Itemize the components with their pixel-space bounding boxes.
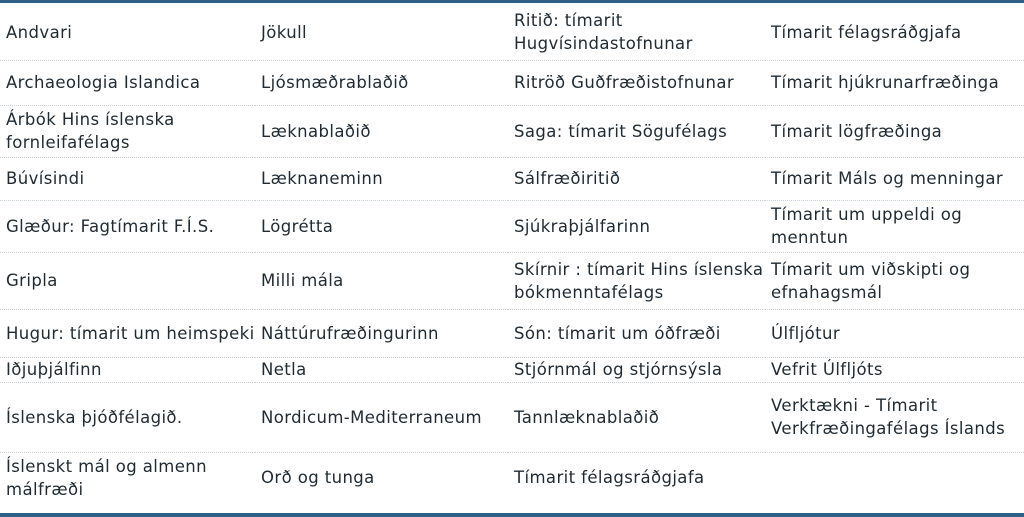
table-row: Búvísindi Læknaneminn Sálfræðiritið Tíma… (0, 157, 1024, 201)
table-top-rule (0, 0, 1024, 3)
journal-link[interactable]: Læknaneminn (255, 157, 508, 201)
journal-link[interactable]: Stjórnmál og stjórnsýsla (508, 357, 765, 383)
journal-link[interactable]: Orð og tunga (261, 468, 375, 488)
journal-link[interactable]: Tímarit lögfræðinga (765, 105, 1024, 158)
journal-link[interactable]: Iðjuþjálfinn (0, 357, 255, 383)
journal-link[interactable]: Hugur: tímarit um heimspeki (0, 309, 255, 358)
journal-link[interactable]: Úlfljótur (765, 309, 1024, 358)
empty-cell (765, 452, 1024, 503)
journal-link[interactable]: Tímarit félagsráðgjafa (514, 468, 705, 488)
journal-link[interactable]: Jökull (255, 5, 508, 61)
journal-link[interactable]: Árbók Hins íslenska fornleifafélags (0, 105, 255, 158)
journal-link[interactable]: Lögrétta (255, 200, 508, 253)
journal-table: Andvari Jökull Ritið: tímarit Hugvísinda… (0, 5, 1024, 503)
journal-link[interactable]: Tímarit um viðskipti og efnahagsmál (765, 252, 1024, 310)
journal-link[interactable]: Íslenskt mál og almenn málfræði (6, 456, 207, 499)
journal-link[interactable]: Ritröð Guðfræðistofnunar (508, 60, 765, 106)
table-bottom-rule (0, 513, 1024, 517)
journal-link[interactable]: Tannlæknablaðið (508, 382, 765, 453)
journal-link[interactable]: Búvísindi (0, 157, 255, 201)
journal-link[interactable]: Gripla (0, 252, 255, 310)
journal-link[interactable]: Netla (255, 357, 508, 383)
journal-link[interactable]: Sálfræðiritið (508, 157, 765, 201)
journal-link[interactable]: Tímarit félagsráðgjafa (765, 5, 1024, 61)
journal-link[interactable]: Verktækni - Tímarit Verkfræðingafélags Í… (765, 382, 1024, 453)
table-row: Gripla Milli mála Skírnir : tímarit Hins… (0, 252, 1024, 310)
journal-link[interactable]: Archaeologia Islandica (0, 60, 255, 106)
table-row: Íslenska þjóðfélagið. Nordicum-Mediterra… (0, 382, 1024, 453)
journal-link[interactable]: Tímarit hjúkrunarfræðinga (765, 60, 1024, 106)
journal-link[interactable]: Glæður: Fagtímarit F.Í.S. (0, 200, 255, 253)
table-row: Andvari Jökull Ritið: tímarit Hugvísinda… (0, 5, 1024, 61)
journal-link[interactable]: Tímarit um uppeldi og menntun (765, 200, 1024, 253)
journal-link[interactable]: Skírnir : tímarit Hins íslenska bókmennt… (508, 252, 765, 310)
journal-link[interactable]: Tímarit Máls og menningar (765, 157, 1024, 201)
table-row: Archaeologia Islandica Ljósmæðrablaðið R… (0, 60, 1024, 106)
journal-link[interactable]: Íslenska þjóðfélagið. (0, 382, 255, 453)
journal-link[interactable]: Ljósmæðrablaðið (255, 60, 508, 106)
journal-link[interactable]: Ritið: tímarit Hugvísindastofnunar (508, 5, 765, 61)
table-row: Hugur: tímarit um heimspeki Náttúrufræði… (0, 309, 1024, 358)
table-row: Iðjuþjálfinn Netla Stjórnmál og stjórnsý… (0, 357, 1024, 383)
journal-link[interactable]: Són: tímarit um óðfræði (508, 309, 765, 358)
journal-link[interactable]: Læknablaðið (255, 105, 508, 158)
journal-link[interactable]: Andvari (0, 5, 255, 61)
journal-link[interactable]: Saga: tímarit Sögufélags (508, 105, 765, 158)
journal-link[interactable]: Nordicum-Mediterraneum (255, 382, 508, 453)
journal-link[interactable]: Milli mála (255, 252, 508, 310)
table-row: Íslenskt mál og almenn málfræði Orð og t… (0, 452, 1024, 503)
table-row: Glæður: Fagtímarit F.Í.S. Lögrétta Sjúkr… (0, 200, 1024, 253)
journal-link[interactable]: Náttúrufræðingurinn (255, 309, 508, 358)
journal-link[interactable]: Vefrit Úlfljóts (765, 357, 1024, 383)
table-row: Árbók Hins íslenska fornleifafélags Lækn… (0, 105, 1024, 158)
journal-link[interactable]: Sjúkraþjálfarinn (508, 200, 765, 253)
